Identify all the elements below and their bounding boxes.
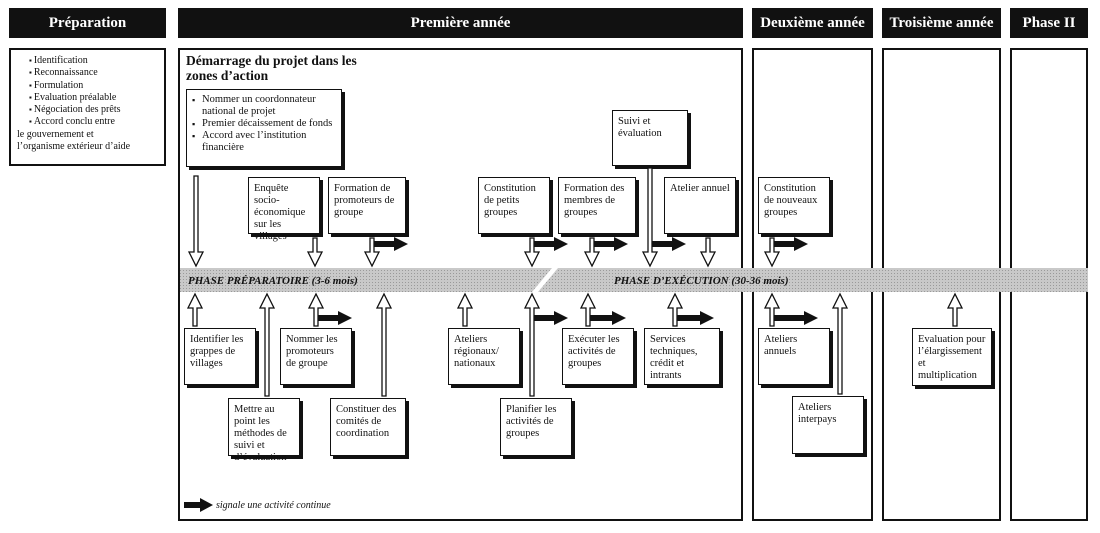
box-line: Premier décaissement de fonds (192, 118, 336, 130)
box-services: Services techniques, crédit et intrants (644, 328, 720, 385)
prep-item: Reconnaissance (17, 67, 158, 79)
header-troisieme-annee: Troisième année (882, 8, 1001, 38)
legend-text: signale une activité continue (216, 500, 331, 511)
header-phase2: Phase II (1010, 8, 1088, 38)
prep-item: Identification (17, 55, 158, 67)
prep-item: Accord conclu entre (17, 116, 158, 128)
box-identifier-grappes: Identifier les grappes de villages (184, 328, 256, 385)
box-formation-promoteurs: Formation de promoteurs de groupe (328, 177, 406, 234)
box-executer: Exécuter les activités de groupes (562, 328, 634, 385)
box-suivi-evaluation: Suivi et évaluation (612, 110, 688, 166)
box-constitution-nouveaux: Constitution de nouveaux groupes (758, 177, 830, 234)
prep-item: le gouvernement et (17, 128, 94, 140)
box-nommer-promoteurs: Nommer les promoteurs de groupe (280, 328, 352, 385)
prep-item: Négociation des prêts (17, 104, 158, 116)
box-ateliers-regionaux: Ateliers régionaux/ nationaux (448, 328, 520, 385)
box-ateliers-annuels: Ateliers annuels (758, 328, 830, 385)
box-formation-membres: Formation des membres de groupes (558, 177, 636, 234)
preparation-list: Identification Reconnaissance Formulatio… (9, 48, 166, 166)
header-deuxieme-annee: Deuxième année (752, 8, 873, 38)
demarrage-title: Démarrage du projet dans les zones d’act… (186, 53, 357, 83)
box-ateliers-interpays: Ateliers interpays (792, 396, 864, 454)
box-enquete: Enquête socio-économique sur les village… (248, 177, 320, 242)
box-evaluation-elargissement: Evaluation pour l’élargissement et multi… (912, 328, 992, 386)
phase-preparatoire-label: PHASE PRÉPARATOIRE (3-6 mois) (188, 275, 358, 287)
phase-band-preparatoire (180, 268, 552, 292)
header-preparation: Préparation (9, 8, 166, 38)
box-constituer-comites: Constituer des comités de coordination (330, 398, 406, 456)
phase-execution-label: PHASE D’EXÉCUTION (30-36 mois) (614, 275, 789, 287)
box-atelier-annuel: Atelier annuel (664, 177, 736, 234)
prep-item: Evaluation préalable (17, 92, 158, 104)
prep-item: Formulation (17, 80, 158, 92)
box-line: Accord avec l’institution financière (192, 130, 336, 154)
header-premiere-annee: Première année (178, 8, 743, 38)
box-planifier: Planifier les activités de groupes (500, 398, 572, 456)
box-nommer-coordonnateur: Nommer un coordonnateur national de proj… (186, 89, 342, 167)
box-line: Nommer un coordonnateur national de proj… (192, 94, 336, 118)
prep-item: l’organisme extérieur d’aide (17, 141, 131, 153)
phase-band-execution (538, 268, 1088, 292)
box-constitution-petits: Constitution de petits groupes (478, 177, 550, 234)
box-mettre-au-point: Mettre au point les méthodes de suivi et… (228, 398, 300, 463)
